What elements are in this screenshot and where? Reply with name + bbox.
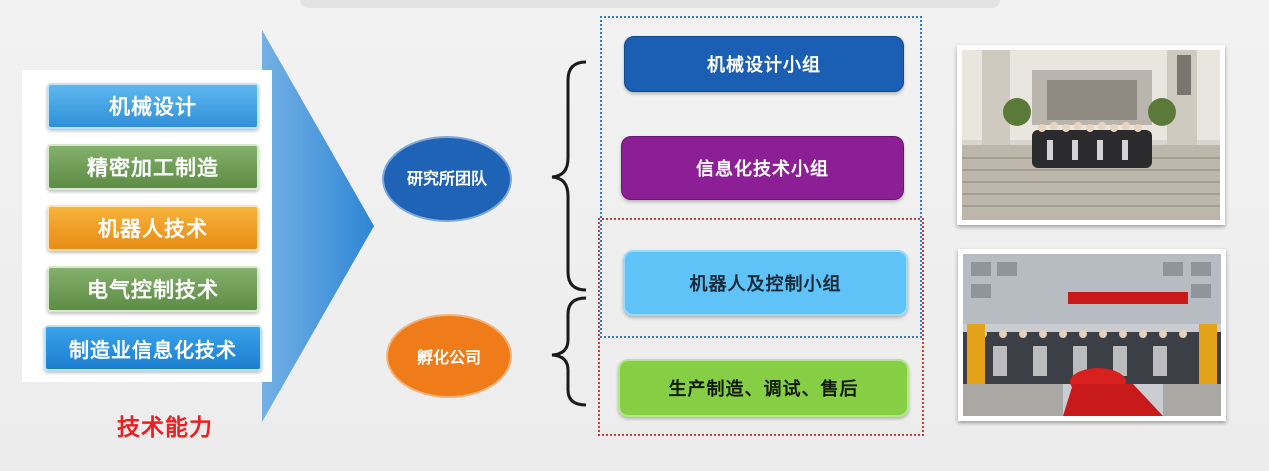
team-photo-image — [962, 50, 1220, 220]
skill-mechanical-design: 机械设计 — [47, 83, 259, 129]
ceremony-photo-image — [963, 254, 1221, 416]
team-photo — [957, 45, 1225, 225]
research-groups-frame — [600, 16, 922, 338]
group-mechanical-design: 机械设计小组 — [624, 36, 904, 92]
skill-robotics: 机器人技术 — [47, 205, 259, 251]
ceremony-photo — [958, 249, 1226, 421]
research-team-node: 研究所团队 — [382, 136, 512, 222]
skill-electrical-control: 电气控制技术 — [47, 266, 259, 312]
group-information-tech: 信息化技术小组 — [621, 136, 904, 200]
technical-capability-label: 技术能力 — [117, 415, 213, 441]
skill-manufacturing-it: 制造业信息化技术 — [44, 325, 262, 371]
group-production-service: 生产制造、调试、售后 — [618, 359, 909, 417]
group-robotics-control: 机器人及控制小组 — [623, 250, 908, 316]
incubator-brace — [551, 296, 587, 407]
skill-precision-machining: 精密加工制造 — [47, 144, 259, 190]
incubator-groups-frame — [598, 218, 924, 436]
incubator-label: 孵化公司 — [416, 348, 481, 367]
top-decoration-bar — [300, 0, 1000, 8]
grouping-braces — [551, 60, 587, 407]
incubator-node: 孵化公司 — [386, 314, 512, 398]
research-team-label: 研究所团队 — [406, 169, 487, 188]
research-brace — [551, 60, 587, 292]
